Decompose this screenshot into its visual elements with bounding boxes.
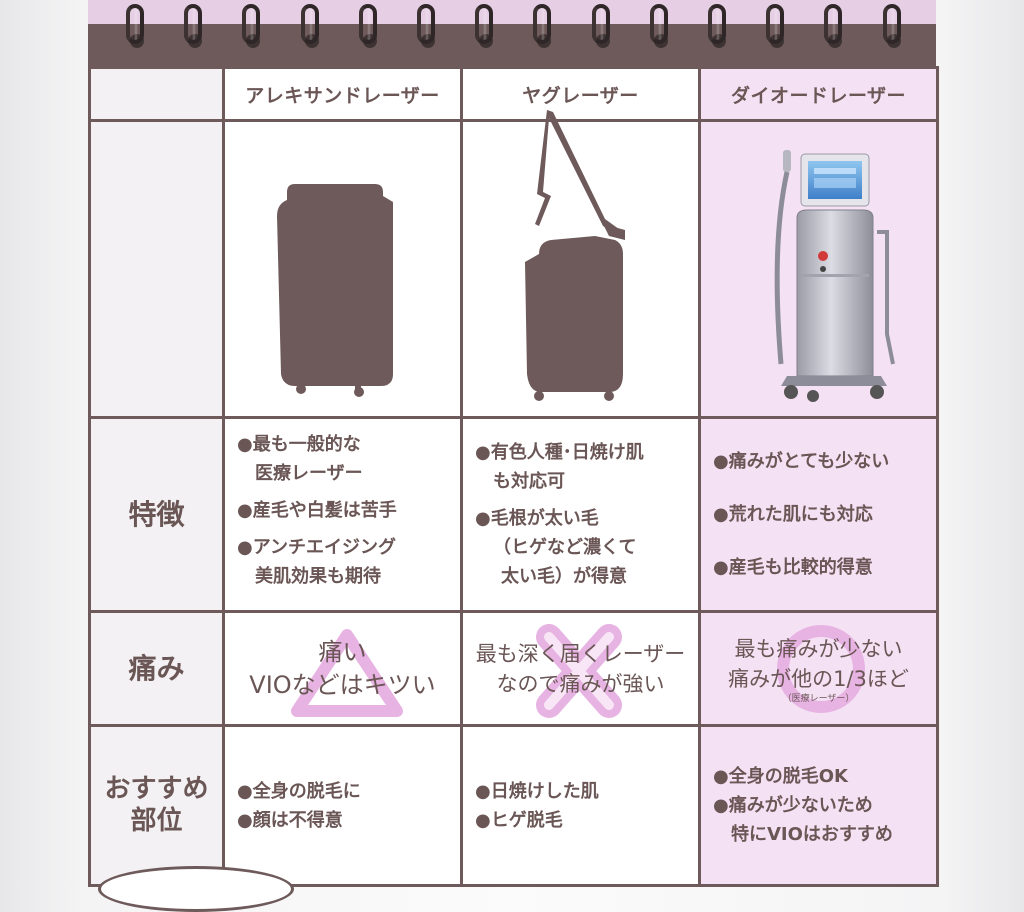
features-label: 特徴 bbox=[128, 497, 185, 531]
features-yag: ●有色人種･日焼け肌も対応可 ●毛根が太い毛（ヒゲなど濃くて太い毛）が得意 bbox=[460, 416, 701, 613]
notebook-top-strip bbox=[88, 0, 936, 24]
image-cell-alexandrite bbox=[222, 119, 463, 419]
binding-ring bbox=[126, 4, 146, 48]
binding-ring bbox=[882, 4, 903, 48]
binding-ring bbox=[475, 4, 495, 48]
notebook-binding-bar bbox=[88, 24, 936, 66]
cross-symbol bbox=[536, 624, 622, 718]
image-row-label bbox=[88, 119, 225, 419]
list-item: ●最も一般的な医療レーザー bbox=[237, 434, 363, 484]
pain-label: 痛み bbox=[128, 651, 185, 685]
pain-yag: 最も深く届くレーザー なので痛みが強い bbox=[460, 610, 701, 727]
list-item: ●アンチエイジング美肌効果も期待 bbox=[237, 537, 396, 587]
list-item: ●全身の脱毛OK bbox=[713, 766, 848, 787]
row-label-recommended: おすすめ 部位 bbox=[88, 724, 225, 887]
binding-ring bbox=[649, 4, 670, 48]
binding-ring bbox=[358, 4, 379, 48]
list-item: ●有色人種･日焼け肌も対応可 bbox=[475, 442, 644, 492]
spiral-binding bbox=[88, 0, 936, 60]
binding-ring bbox=[417, 4, 437, 48]
recommended-alexandrite: ●全身の脱毛に ●顔は不得意 bbox=[222, 724, 463, 887]
diode-laser-machine bbox=[774, 150, 895, 402]
recommended-list-diode: ●全身の脱毛OK ●痛みが少ないため特にVIOはおすすめ bbox=[701, 762, 936, 849]
binding-ring bbox=[242, 4, 262, 48]
binding-ring bbox=[533, 4, 553, 48]
pain-alexandrite: 痛い VIOなどはキツい bbox=[222, 610, 463, 727]
column-title-diode: ダイオードレーザー bbox=[730, 84, 907, 107]
alexandrite-machine-silhouette bbox=[277, 184, 393, 397]
list-item: ●産毛も比較的得意 bbox=[713, 557, 873, 578]
pain-text-alexandrite: 痛い VIOなどはキツい bbox=[249, 637, 436, 699]
binding-ring bbox=[184, 4, 204, 48]
list-item: ●日焼けした肌 bbox=[475, 780, 599, 802]
recommended-diode: ●全身の脱毛OK ●痛みが少ないため特にVIOはおすすめ bbox=[698, 724, 939, 887]
triangle-symbol bbox=[291, 629, 403, 717]
yag-machine-silhouette bbox=[525, 110, 625, 401]
list-item: ●荒れた肌にも対応 bbox=[713, 504, 873, 525]
binding-ring bbox=[824, 4, 844, 48]
row-label-pain: 痛み bbox=[88, 610, 225, 727]
pain-text-yag: 最も深く届くレーザー なので痛みが強い bbox=[475, 641, 686, 696]
list-item: ●痛みがとても少ない bbox=[713, 451, 890, 472]
list-item: ●痛みが少ないため特にVIOはおすすめ bbox=[713, 795, 893, 845]
list-item: ●毛根が太い毛（ヒゲなど濃くて太い毛）が得意 bbox=[475, 508, 637, 587]
list-item: ●全身の脱毛に bbox=[237, 780, 361, 802]
binding-ring bbox=[300, 4, 321, 48]
corner-cell bbox=[88, 66, 225, 122]
list-item: ●産毛や白髪は苦手 bbox=[237, 500, 397, 521]
binding-ring bbox=[766, 4, 786, 48]
features-list-yag: ●有色人種･日焼け肌も対応可 ●毛根が太い毛（ヒゲなど濃くて太い毛）が得意 bbox=[463, 438, 698, 591]
speech-bubble-edge bbox=[98, 866, 294, 912]
binding-ring bbox=[591, 4, 612, 48]
pain-diode: 最も痛みが少ない 痛みが他の1/3ほど （医療レーザー） bbox=[698, 610, 939, 727]
binding-ring bbox=[708, 4, 728, 48]
list-item: ●ヒゲ脱毛 bbox=[475, 809, 563, 831]
header-alexandrite: アレキサンドレーザー bbox=[222, 66, 463, 122]
features-alexandrite: ●最も一般的な医療レーザー ●産毛や白髪は苦手 ●アンチエイジング美肌効果も期待 bbox=[222, 416, 463, 613]
header-diode: ダイオードレーザー bbox=[698, 66, 939, 122]
list-item: ●顔は不得意 bbox=[237, 809, 343, 831]
circle-symbol bbox=[777, 625, 865, 713]
features-diode: ●痛みがとても少ない ●荒れた肌にも対応 ●産毛も比較的得意 bbox=[698, 416, 939, 613]
image-cell-yag bbox=[460, 110, 701, 419]
row-label-features: 特徴 bbox=[88, 416, 225, 613]
recommended-yag: ●日焼けした肌 ●ヒゲ脱毛 bbox=[460, 724, 701, 887]
features-list-diode: ●痛みがとても少ない ●荒れた肌にも対応 ●産毛も比較的得意 bbox=[701, 447, 936, 582]
comparison-notebook: アレキサンドレーザー ヤグレーザー ダイオードレーザー bbox=[88, 0, 939, 912]
recommended-label: おすすめ 部位 bbox=[104, 774, 209, 836]
header-yag: ヤグレーザー bbox=[460, 66, 701, 122]
pain-text-diode: 最も痛みが少ない 痛みが他の1/3ほど （医療レーザー） bbox=[728, 636, 909, 704]
features-list-alexandrite: ●最も一般的な医療レーザー ●産毛や白髪は苦手 ●アンチエイジング美肌効果も期待 bbox=[225, 430, 460, 591]
column-title-yag: ヤグレーザー bbox=[522, 84, 639, 107]
laser-comparison-table: アレキサンドレーザー ヤグレーザー ダイオードレーザー bbox=[88, 66, 939, 887]
column-title-alexandrite: アレキサンドレーザー bbox=[245, 84, 440, 107]
recommended-list-yag: ●日焼けした肌 ●ヒゲ脱毛 bbox=[463, 777, 698, 835]
recommended-list-alexandrite: ●全身の脱毛に ●顔は不得意 bbox=[225, 777, 460, 835]
image-cell-diode bbox=[698, 119, 939, 419]
